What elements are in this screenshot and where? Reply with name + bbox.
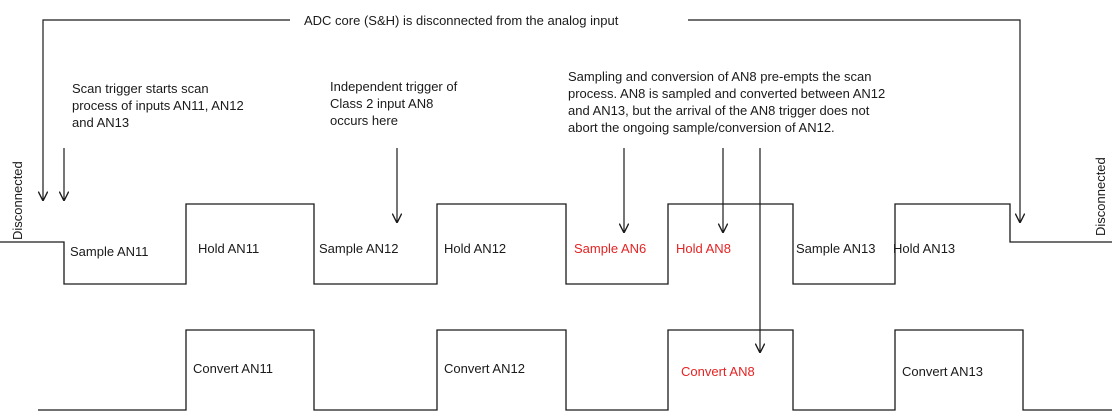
phase-sample-an6: Sample AN6 (574, 241, 646, 256)
disconnect-banner: ADC core (S&H) is disconnected from the … (304, 13, 619, 28)
disconnected-label-left: Disconnected (10, 161, 25, 240)
phase-hold-an11: Hold AN11 (198, 241, 259, 256)
phase-convert-an8: Convert AN8 (681, 364, 755, 379)
scan-trigger-line: process of inputs AN11, AN12 (72, 98, 244, 113)
independent-trigger-line: occurs here (330, 113, 398, 128)
sample-hold-waveform (0, 203, 1112, 285)
scan-trigger-line: Scan trigger starts scan (72, 81, 209, 96)
phase-hold-an12: Hold AN12 (444, 241, 506, 256)
phase-sample-an13: Sample AN13 (796, 241, 876, 256)
svg-text:Independent trigger of C: Independent trigger of Class 2 input AN8… (330, 79, 461, 128)
independent-trigger-line: Independent trigger of (330, 79, 458, 94)
preempt-line: abort the ongoing sample/conversion of A… (568, 120, 835, 135)
bracket-right-arm (688, 19, 1020, 222)
preempt-line: and AN13, but the arrival of the AN8 tri… (568, 103, 870, 118)
scan-trigger-annotation: Scan trigger starts scan process of inpu… (64, 81, 247, 200)
phase-sample-an11: Sample AN11 (70, 244, 149, 259)
phase-hold-an13: Hold AN13 (893, 241, 955, 256)
phase-hold-an8: Hold AN8 (676, 241, 731, 256)
preempt-annotation: Sampling and conversion of AN8 pre-empts… (568, 69, 889, 352)
phase-convert-an12: Convert AN12 (444, 361, 525, 376)
disconnected-label-right: Disconnected (1093, 157, 1108, 236)
converter-waveform (38, 329, 1112, 411)
bracket-left-arm (43, 19, 290, 200)
independent-trigger-annotation: Independent trigger of Class 2 input AN8… (330, 79, 461, 222)
phase-sample-an12: Sample AN12 (319, 241, 399, 256)
preempt-line: process. AN8 is sampled and converted be… (568, 86, 885, 101)
disconnect-bracket (43, 19, 1020, 222)
preempt-line: Sampling and conversion of AN8 pre-empts… (568, 69, 872, 84)
phase-convert-an13: Convert AN13 (902, 364, 983, 379)
svg-text:Sampling and conversion of AN8: Sampling and conversion of AN8 pre-empts… (568, 69, 889, 135)
independent-trigger-line: Class 2 input AN8 (330, 96, 433, 111)
svg-text:Scan trigger starts scan: Scan trigger starts scan process of inpu… (72, 81, 247, 130)
scan-trigger-line: and AN13 (72, 115, 129, 130)
phase-convert-an11: Convert AN11 (193, 361, 273, 376)
